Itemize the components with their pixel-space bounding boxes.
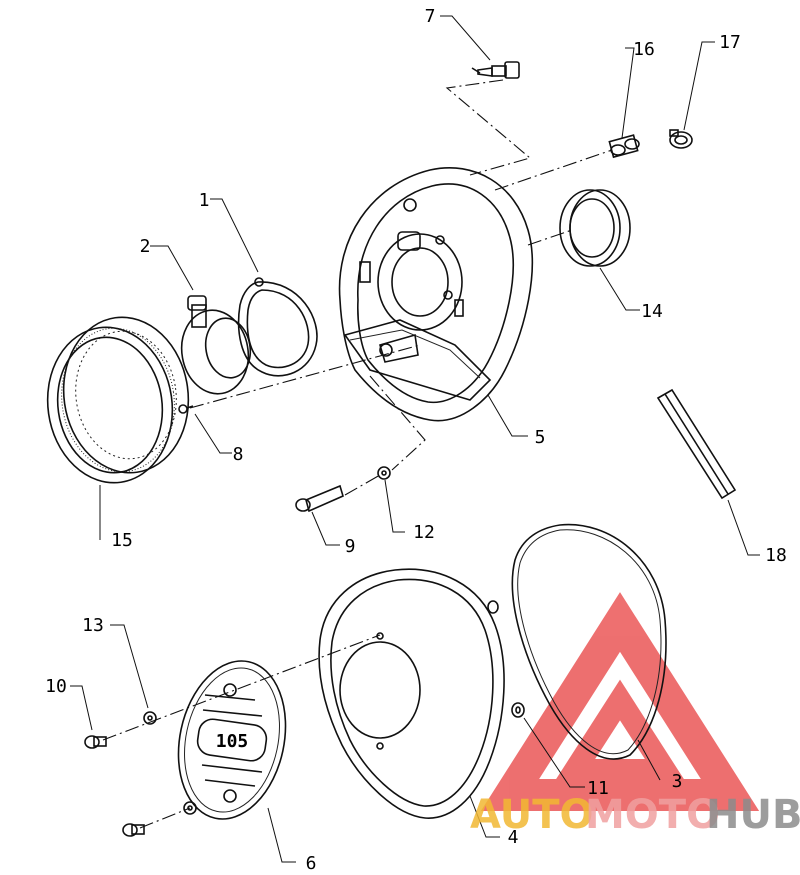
- part-label-15: 15: [111, 530, 133, 551]
- cover-insert-plate: 105: [177, 660, 287, 820]
- part-label-13: 13: [82, 615, 104, 636]
- watermark-moto: MOTO: [585, 792, 720, 838]
- part-label-14: 14: [641, 301, 663, 322]
- air-cleaner-cover: [318, 568, 505, 819]
- breather-fitting: [471, 61, 520, 79]
- screw-part-8: [178, 404, 194, 414]
- part-label-10: 10: [45, 676, 67, 697]
- watermark-auto: AUTO: [470, 792, 594, 838]
- part-label-11: 11: [587, 778, 609, 799]
- screw-part-10: [84, 735, 107, 749]
- leader-lines: [70, 15, 760, 863]
- lower-screw: [122, 823, 145, 837]
- part-label-3: 3: [672, 771, 683, 792]
- part-label-18: 18: [765, 545, 787, 566]
- seal-ring-part-14: [559, 189, 631, 267]
- air-cleaner-backplate: [338, 167, 534, 422]
- part-label-7: 7: [425, 6, 436, 27]
- part-label-2: 2: [140, 236, 151, 257]
- hose-clamp-part-17: [669, 129, 693, 149]
- lower-washer: [183, 801, 197, 815]
- part-label-9: 9: [345, 536, 356, 557]
- watermark-wordmark: AUTO MOTO HUB: [470, 792, 800, 838]
- nut-upper: [487, 600, 499, 614]
- plate-engraving: 105: [216, 731, 249, 752]
- sleeve-part-16: [608, 134, 640, 159]
- part-label-16: 16: [633, 39, 655, 60]
- washer-part-13: [143, 711, 157, 725]
- watermark-hub: HUB: [706, 792, 800, 838]
- part-label-5: 5: [535, 427, 546, 448]
- part-label-17: 17: [719, 32, 741, 53]
- part-label-4: 4: [508, 827, 519, 848]
- trim-strip-part-18: [656, 388, 737, 500]
- cover-gasket-part-3: [511, 523, 667, 760]
- watermark-logo-triangle: [480, 592, 760, 811]
- part-label-6: 6: [306, 853, 317, 874]
- bolt-part-9: [295, 484, 344, 513]
- assembly-centerlines: [102, 79, 613, 829]
- air-filter-element: [46, 316, 190, 484]
- part-label-8: 8: [233, 444, 244, 465]
- part-label-1: 1: [199, 190, 210, 211]
- washer-part-12: [377, 466, 391, 480]
- nut-part-11: [511, 702, 525, 718]
- part-number-labels: 1 2 3 4 5 6 7 8 9 10 11 12 13 14 15 16 1…: [45, 6, 787, 874]
- part-label-12: 12: [413, 522, 435, 543]
- backplate-gasket: [237, 277, 318, 377]
